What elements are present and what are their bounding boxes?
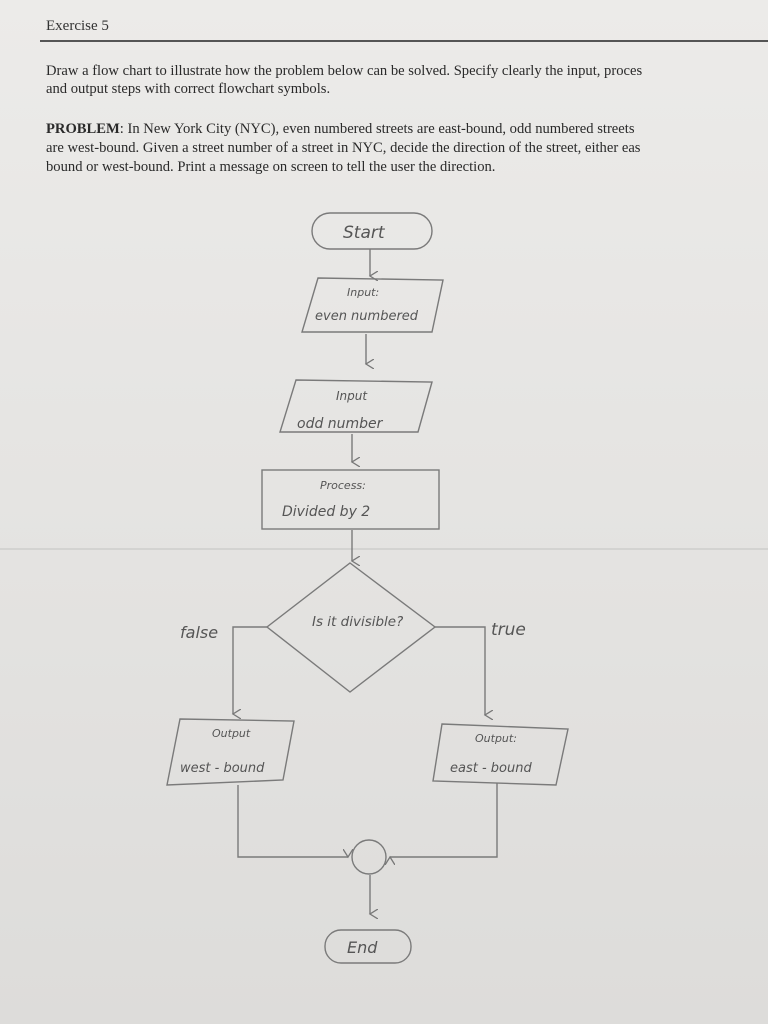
true-label: true (491, 620, 526, 640)
exercise-title: Exercise 5 (46, 18, 109, 34)
problem-text: : In New York City (NYC), even numbered … (46, 121, 641, 175)
arrow-true-branch (435, 626, 485, 715)
line-west-to-connector (237, 785, 348, 857)
decision-diamond (265, 562, 437, 693)
input2-value: odd number (297, 416, 384, 432)
output-true-title: Output: (475, 732, 517, 745)
problem-statement: PROBLEM: In New York City (NYC), even nu… (46, 120, 768, 177)
end-label: End (347, 938, 378, 957)
output-false-value: west - bound (180, 761, 265, 776)
connector-circle (351, 839, 387, 875)
output-east-parallelogram (432, 723, 569, 786)
false-label: false (180, 623, 218, 642)
output-false-title: Output (212, 727, 251, 740)
problem-label: PROBLEM (46, 121, 120, 137)
process-value: Divided by 2 (282, 504, 370, 520)
process-rectangle (261, 469, 440, 530)
input1-title: Input: (347, 286, 379, 299)
arrow-false-branch (233, 626, 267, 714)
end-terminator (324, 929, 412, 964)
output-west-parallelogram (166, 718, 295, 786)
exercise-header: Exercise 5 (40, 14, 768, 42)
paper-fold-line (0, 548, 768, 550)
input-even-parallelogram (301, 277, 444, 333)
input1-value: even numbered (315, 309, 419, 324)
input2-title: Input (336, 389, 368, 403)
output-true-value: east - bound (450, 761, 532, 776)
decision-label: Is it divisible? (312, 614, 403, 630)
line-east-to-connector (390, 783, 498, 857)
process-title: Process: (320, 479, 366, 492)
instructions-text: Draw a flow chart to illustrate how the … (46, 63, 643, 97)
start-label: Start (343, 223, 386, 243)
input-odd-parallelogram (279, 379, 433, 433)
start-terminator (311, 212, 433, 250)
